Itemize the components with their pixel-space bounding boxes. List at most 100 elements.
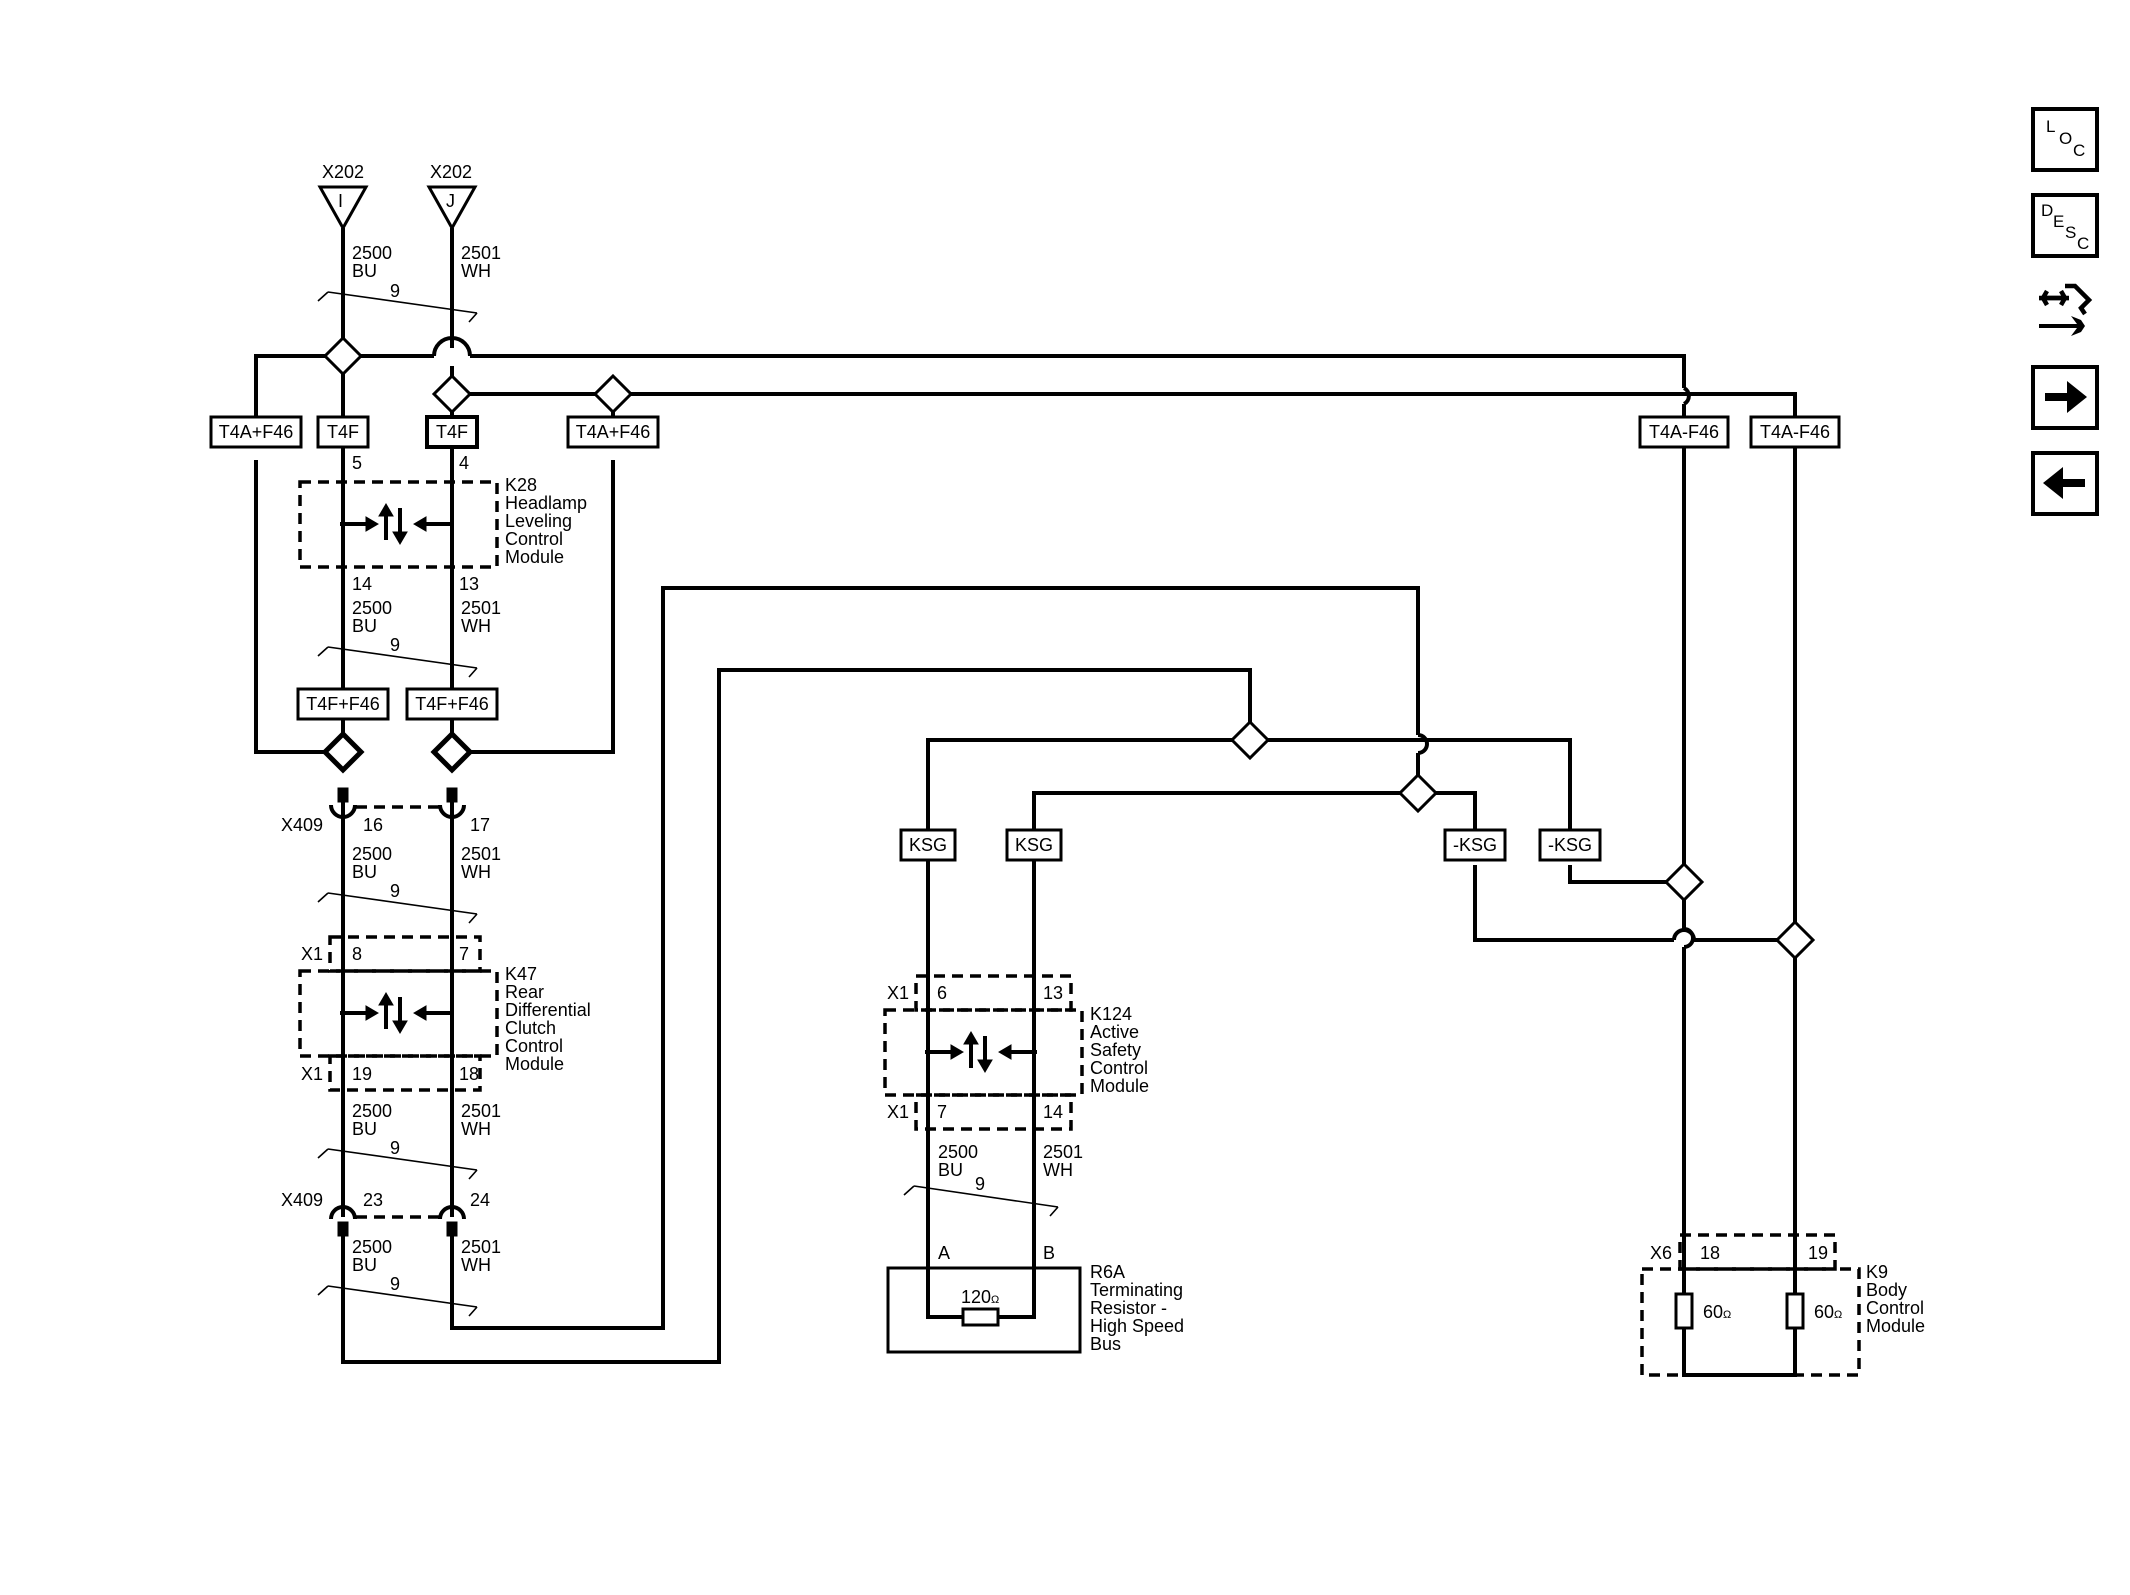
option-tag: KSG xyxy=(1015,835,1053,855)
connector-label: X6 xyxy=(1650,1243,1672,1263)
wire-labels: 2500 BU 2501 WH 9 2500 BU 2501 WH 9 2500… xyxy=(352,243,1083,1294)
module-label: Control xyxy=(1866,1298,1924,1318)
splice xyxy=(1397,772,1439,814)
next-page-button[interactable] xyxy=(2031,365,2099,430)
module-label: Module xyxy=(505,547,564,567)
wire-circuit: 2501 xyxy=(461,243,501,263)
pin-number: 14 xyxy=(1043,1102,1063,1122)
splices xyxy=(321,335,1816,961)
splice xyxy=(431,373,473,415)
resistor-symbol xyxy=(1785,1292,1805,1330)
wire-circuit: 2500 xyxy=(352,598,392,618)
module-label: Safety xyxy=(1090,1040,1141,1060)
x409-connector-top: X409 16 17 xyxy=(281,787,490,835)
wire-color: WH xyxy=(461,1119,491,1139)
splice xyxy=(592,373,634,415)
x202-connector-i: X202 I xyxy=(317,162,369,232)
splice xyxy=(1229,719,1271,761)
wire-circuit: 2501 xyxy=(1043,1142,1083,1162)
connector-label: X1 xyxy=(887,1102,909,1122)
module-label: Clutch xyxy=(505,1018,556,1038)
pin-number: 5 xyxy=(352,453,362,473)
x409-connector-bottom: X409 23 24 xyxy=(281,1190,490,1237)
splice xyxy=(321,730,365,774)
option-tag: -KSG xyxy=(1548,835,1592,855)
twist-count: 9 xyxy=(390,1138,400,1158)
k9-module: X6 18 19 60Ω 60Ω K9 Body Control Module xyxy=(1640,1233,1925,1377)
description-letter: E xyxy=(2053,212,2064,231)
wire-color: BU xyxy=(352,1119,377,1139)
module-label: Active xyxy=(1090,1022,1139,1042)
wrench-connector-icon xyxy=(2039,283,2093,336)
location-letter: C xyxy=(2073,141,2085,160)
option-tag: T4F+F46 xyxy=(415,694,489,714)
wire-color: BU xyxy=(352,616,377,636)
splice xyxy=(322,335,364,377)
wire-circuit: 2501 xyxy=(461,1237,501,1257)
module-label: K124 xyxy=(1090,1004,1132,1024)
wire-circuit: 2500 xyxy=(352,1237,392,1257)
x202-label: X202 xyxy=(430,162,472,182)
pin-number: 17 xyxy=(470,815,490,835)
module-label: Control xyxy=(1090,1058,1148,1078)
k47-module: X1 8 7 X1 19 18 K47 Rear Differential Cl… xyxy=(298,935,591,1092)
module-label: Resistor - xyxy=(1090,1298,1167,1318)
option-tag: -KSG xyxy=(1453,835,1497,855)
wire-circuit: 2501 xyxy=(461,844,501,864)
pin-number: 19 xyxy=(1808,1243,1828,1263)
x202-pin-i: I xyxy=(338,191,343,211)
module-label: High Speed xyxy=(1090,1316,1184,1336)
pin-number: 19 xyxy=(352,1064,372,1084)
wire-color: WH xyxy=(1043,1160,1073,1180)
module-label: Module xyxy=(1866,1316,1925,1336)
k28-module: 5 4 14 13 K28 Headlamp Leveling Control … xyxy=(298,453,587,594)
description-button[interactable]: D E S C xyxy=(2031,193,2099,258)
pin-number: 16 xyxy=(363,815,383,835)
previous-page-button[interactable] xyxy=(2031,451,2099,516)
module-label: Terminating xyxy=(1090,1280,1183,1300)
module-label: K47 xyxy=(505,964,537,984)
wire-circuit: 2500 xyxy=(352,844,392,864)
pin-number: 24 xyxy=(470,1190,490,1210)
option-tag: KSG xyxy=(909,835,947,855)
module-label: Body xyxy=(1866,1280,1907,1300)
pin-number: 4 xyxy=(459,453,469,473)
wire-color: WH xyxy=(461,616,491,636)
module-label: Control xyxy=(505,529,563,549)
option-tag: T4F xyxy=(327,422,359,442)
twisted-pair-markers xyxy=(317,291,1059,1317)
wire-color: WH xyxy=(461,261,491,281)
resistor-symbol xyxy=(961,1307,1000,1327)
option-tag: T4A+F46 xyxy=(219,422,294,442)
module-label: R6A xyxy=(1090,1262,1125,1282)
description-letter: D xyxy=(2041,201,2053,220)
connector-label: X1 xyxy=(301,1064,323,1084)
pin-number: 7 xyxy=(937,1102,947,1122)
wire-color: BU xyxy=(938,1160,963,1180)
location-button[interactable]: L O C xyxy=(2031,107,2099,172)
x202-connector-j: X202 J xyxy=(426,162,478,232)
location-letter: O xyxy=(2059,129,2072,148)
wire-color: WH xyxy=(461,1255,491,1275)
x202-label: X202 xyxy=(322,162,364,182)
splice xyxy=(1774,919,1816,961)
wire-color: BU xyxy=(352,862,377,882)
pin-number: 14 xyxy=(352,574,372,594)
splice xyxy=(430,730,474,774)
wire-color: WH xyxy=(461,862,491,882)
module-label: Differential xyxy=(505,1000,591,1020)
pin-number: 6 xyxy=(937,983,947,1003)
pin-number: 7 xyxy=(459,944,469,964)
twist-count: 9 xyxy=(390,281,400,301)
diagnostic-button[interactable] xyxy=(2031,276,2099,346)
option-tag: T4A+F46 xyxy=(576,422,651,442)
twist-count: 9 xyxy=(390,635,400,655)
k124-module: X1 6 13 X1 7 14 K124 Active Safety Contr… xyxy=(883,974,1149,1131)
wire-color: BU xyxy=(352,261,377,281)
x202-pin-j: J xyxy=(446,191,455,211)
location-letter: L xyxy=(2046,117,2055,136)
option-tags: T4A+F46 T4F T4F T4A+F46 T4F+F46 T4F+F46 … xyxy=(209,415,1841,862)
connector-label: X409 xyxy=(281,1190,323,1210)
resistance-value: 60Ω xyxy=(1703,1302,1731,1322)
